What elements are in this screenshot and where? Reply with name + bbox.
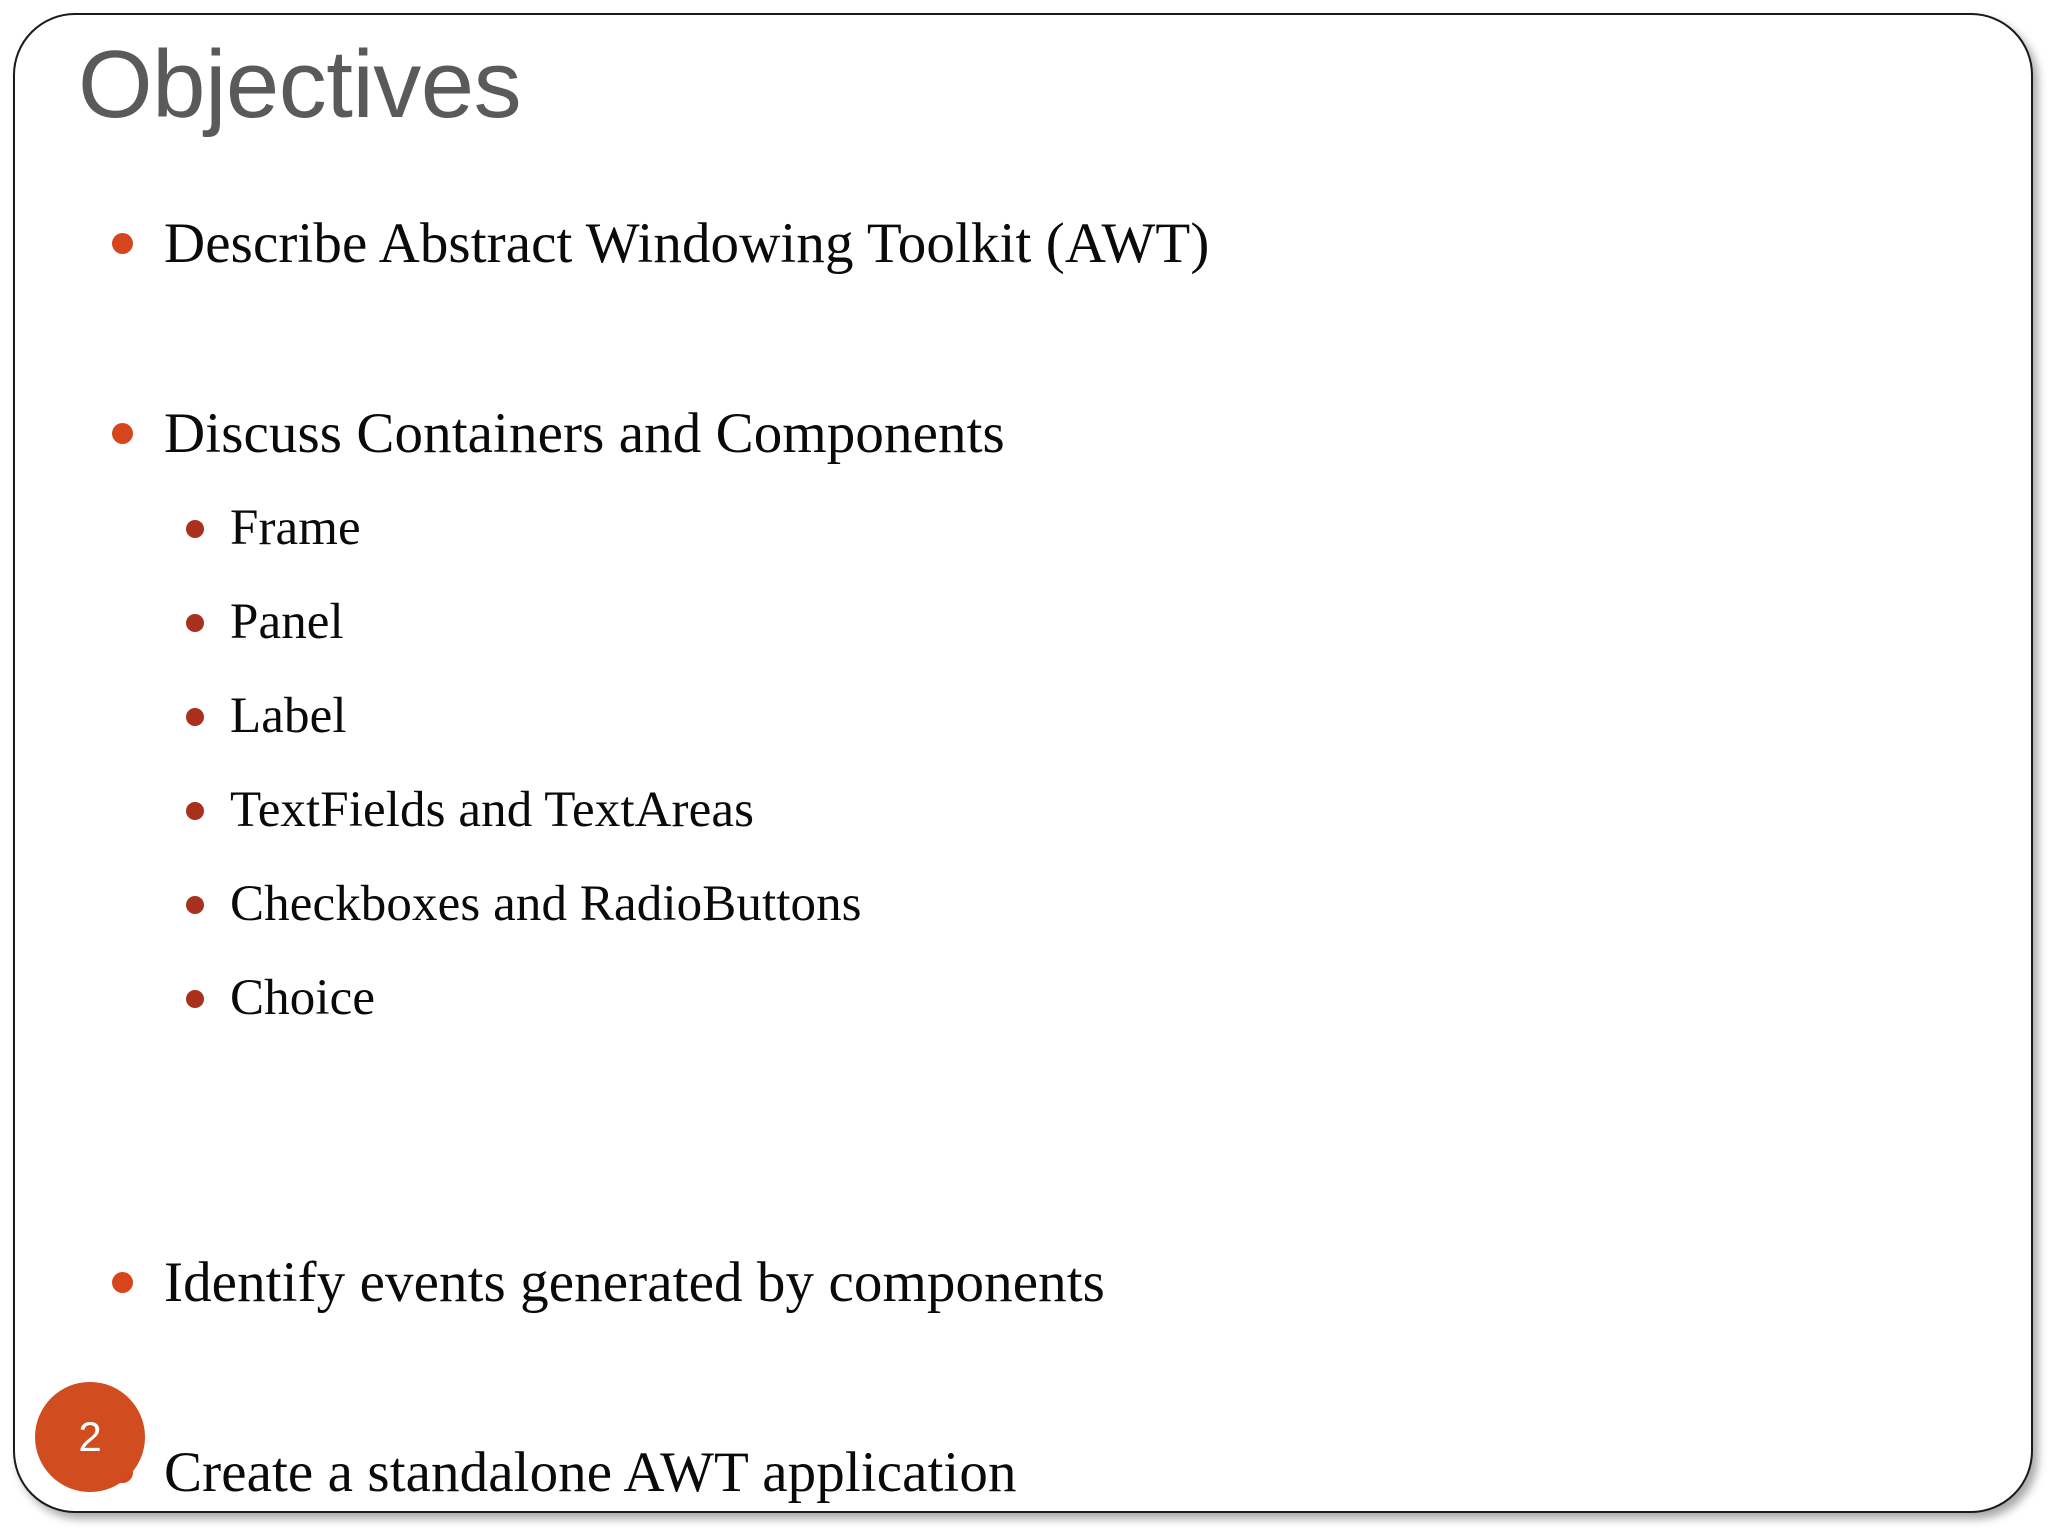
bullet-dot-level1-icon: [112, 233, 133, 254]
bullet-spacer: [0, 1140, 2020, 1235]
page-number-badge: 2: [35, 1382, 145, 1492]
slide-body-content: Describe Abstract Windowing Toolkit (AWT…: [0, 196, 2020, 1520]
bullet-item: TextFields and TextAreas: [0, 763, 2020, 857]
bullet-dot-level2-icon: [186, 708, 204, 726]
bullet-item: Frame: [0, 481, 2020, 575]
bullet-item: Checkboxes and RadioButtons: [0, 857, 2020, 951]
bullet-text: Choice: [230, 970, 376, 1026]
bullet-dot-level2-icon: [186, 896, 204, 914]
bullet-item: Choice: [0, 951, 2020, 1045]
bullet-spacer: [0, 1045, 2020, 1140]
bullet-text: TextFields and TextAreas: [230, 782, 755, 838]
bullet-text: Create a standalone AWT application: [164, 1441, 1017, 1504]
page-number-label: 2: [78, 1413, 102, 1460]
bullet-text: Discuss Containers and Components: [164, 402, 1005, 465]
bullet-text: Describe Abstract Windowing Toolkit (AWT…: [164, 212, 1210, 275]
page-title: Objectives: [78, 31, 522, 138]
bullet-item: Create a standalone AWT application: [0, 1425, 2020, 1520]
bullet-spacer: [0, 1330, 2020, 1425]
bullet-text: Identify events generated by components: [164, 1251, 1105, 1314]
bullet-dot-level1-icon: [112, 423, 133, 444]
slide-frame: [13, 13, 2033, 1513]
bullet-dot-level2-icon: [186, 520, 204, 538]
bullet-item: Identify events generated by components: [0, 1235, 2020, 1330]
bullet-text: Frame: [230, 500, 361, 556]
bullet-dot-level2-icon: [186, 990, 204, 1008]
bullet-item: Label: [0, 669, 2020, 763]
bullet-dot-level1-icon: [112, 1272, 133, 1293]
bullet-item: Describe Abstract Windowing Toolkit (AWT…: [0, 196, 2020, 291]
bullet-dot-level2-icon: [186, 802, 204, 820]
bullet-dot-level2-icon: [186, 614, 204, 632]
bullet-text: Label: [230, 688, 347, 744]
bullet-text: Panel: [230, 594, 344, 650]
bullet-spacer: [0, 291, 2020, 386]
bullet-text: Checkboxes and RadioButtons: [230, 876, 862, 932]
bullet-item: Panel: [0, 575, 2020, 669]
bullet-item: Discuss Containers and Components: [0, 386, 2020, 481]
